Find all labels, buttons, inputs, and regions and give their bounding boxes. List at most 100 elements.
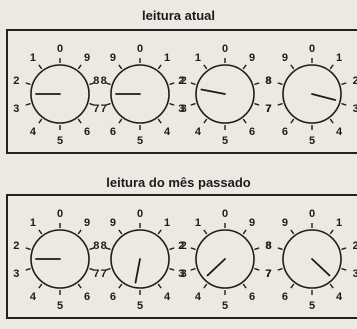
dial-number: 4 [30, 126, 37, 138]
dial-tick [254, 102, 260, 106]
dial-tick [290, 64, 295, 70]
dial-number: 8 [266, 240, 272, 252]
dial-number: 2 [178, 75, 184, 87]
dial-tick [203, 118, 208, 124]
dial-number: 3 [13, 103, 19, 115]
dial-number: 2 [353, 75, 357, 87]
dial-tick [38, 229, 43, 235]
dial-number: 3 [181, 268, 187, 280]
section-title-current-reading: leitura atual [142, 8, 215, 23]
dial-tick [157, 229, 162, 235]
dial-number: 6 [282, 291, 288, 303]
dial-number: 4 [336, 291, 343, 303]
dial-tick [203, 229, 208, 235]
dial-number: 0 [309, 208, 315, 220]
dial-number: 5 [57, 135, 63, 147]
dial-number: 7 [266, 268, 272, 280]
dial-tick [38, 118, 43, 124]
dial-tick [89, 247, 95, 251]
dial-number: 3 [178, 268, 184, 280]
section-title-last-month-reading: leitura do mês passado [106, 175, 251, 190]
dial-tick [254, 267, 260, 271]
dial-tick [190, 102, 196, 106]
dial-number: 7 [265, 103, 271, 115]
dial-tick [190, 247, 196, 251]
dial-number: 0 [137, 43, 143, 55]
last-month-reading-panel [6, 194, 357, 319]
dial-tick [38, 64, 43, 70]
dial-number: 3 [178, 103, 184, 115]
dial-number: 1 [30, 52, 36, 64]
dial-tick [77, 64, 82, 70]
dial-number: 4 [195, 291, 202, 303]
dial-number: 0 [137, 208, 143, 220]
dial-tick [254, 247, 260, 251]
dial-tick [118, 283, 123, 289]
dial-tick [277, 247, 283, 251]
dial-number: 5 [309, 300, 315, 312]
dial-number: 7 [265, 268, 271, 280]
dial-face [195, 229, 255, 289]
dial-number: 2 [178, 240, 184, 252]
dial-number: 7 [93, 268, 99, 280]
dial-tick [254, 82, 260, 86]
dial-number: 7 [101, 268, 107, 280]
dial-number: 9 [110, 217, 116, 229]
dial-face [30, 64, 90, 124]
dial-number: 8 [93, 240, 99, 252]
dial-tick [242, 229, 247, 235]
dial-number: 7 [266, 103, 272, 115]
dial-tick [169, 247, 175, 251]
dial-hand [206, 258, 226, 277]
dial-tick [341, 267, 347, 271]
current-reading-panel [6, 29, 357, 154]
dial-number: 2 [181, 240, 187, 252]
dial-number: 8 [101, 240, 107, 252]
dial-number: 4 [336, 126, 343, 138]
dial-tick [157, 118, 162, 124]
dial-number: 4 [164, 126, 171, 138]
dial-number: 5 [137, 135, 143, 147]
dial-number: 2 [353, 240, 357, 252]
dial-number: 6 [110, 126, 116, 138]
dial-face [30, 229, 90, 289]
dial-tick [277, 267, 283, 271]
dial-number: 0 [57, 43, 63, 55]
dial-tick [242, 64, 247, 70]
dial-number: 1 [164, 217, 170, 229]
dial-tick [118, 229, 123, 235]
dial-tick [242, 283, 247, 289]
dial-number: 9 [282, 52, 288, 64]
dial-number: 6 [110, 291, 116, 303]
dial-number: 1 [195, 52, 201, 64]
dial-tick [329, 283, 334, 289]
dial-number: 6 [84, 291, 90, 303]
dial-tick [277, 82, 283, 86]
dial-tick [77, 229, 82, 235]
dial-face [110, 229, 170, 289]
dial-number: 4 [164, 291, 171, 303]
dial-number: 1 [30, 217, 36, 229]
dial-number: 0 [222, 208, 228, 220]
dial-tick [290, 118, 295, 124]
dial-tick [329, 64, 334, 70]
dial-tick [190, 267, 196, 271]
dial-number: 0 [57, 208, 63, 220]
dial-tick [277, 102, 283, 106]
dial-number: 9 [84, 217, 90, 229]
dial-tick [290, 283, 295, 289]
dial-number: 6 [282, 126, 288, 138]
dial-tick [25, 82, 31, 86]
dial-number: 9 [84, 52, 90, 64]
dial-number: 6 [249, 126, 255, 138]
dial-tick [25, 267, 31, 271]
dial-number: 1 [164, 52, 170, 64]
dial-number: 8 [265, 75, 271, 87]
dial-tick [25, 247, 31, 251]
